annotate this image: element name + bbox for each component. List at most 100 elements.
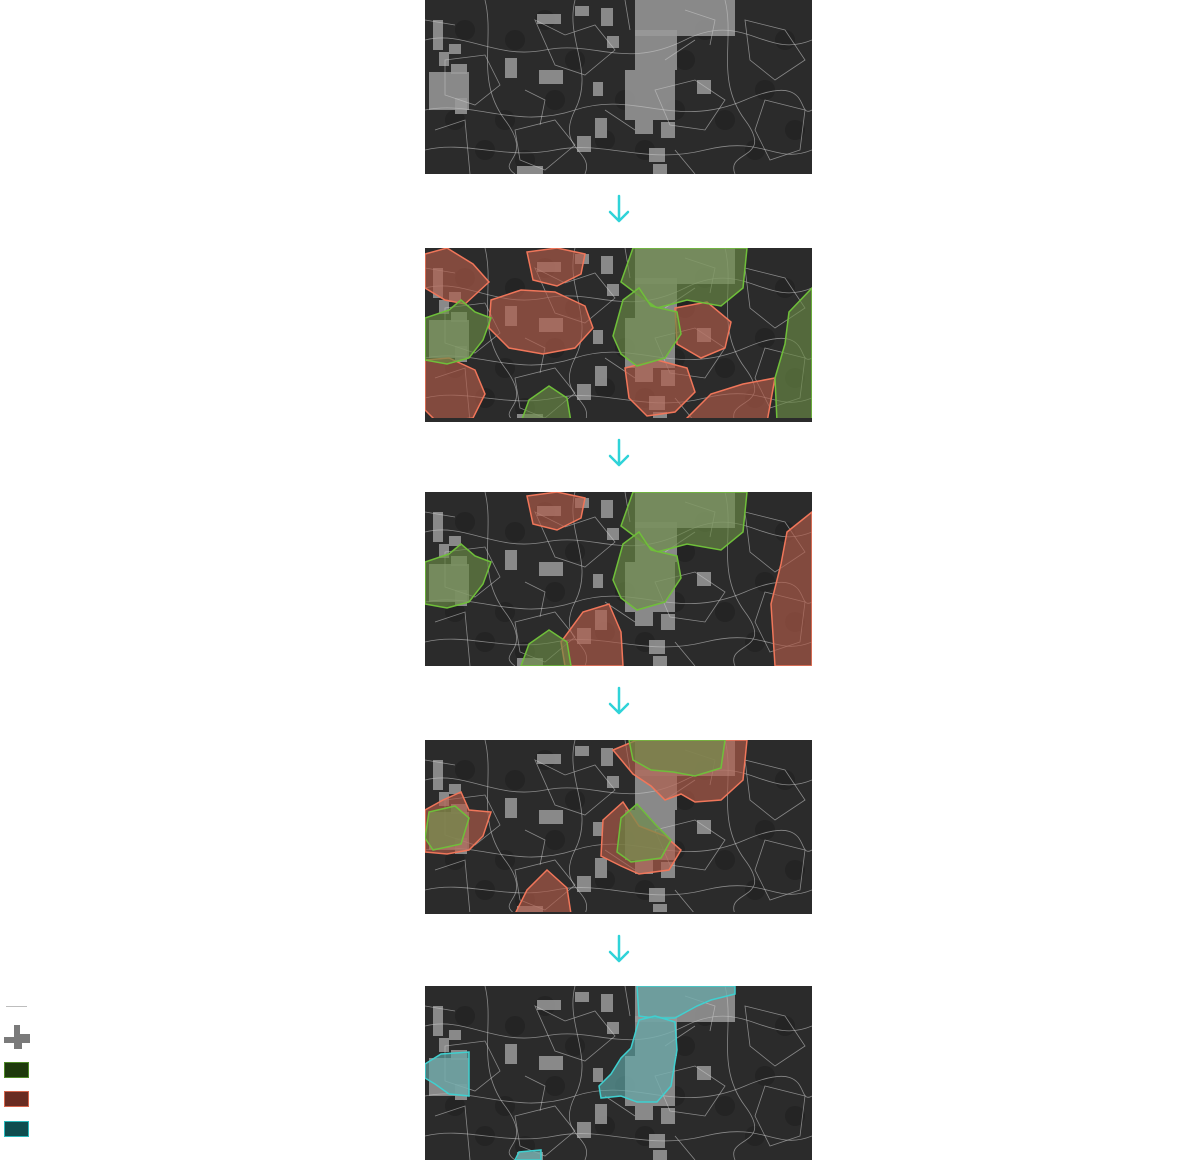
- highlight-cell: [601, 748, 613, 766]
- highlight-cell: [537, 14, 561, 24]
- region-boundary: [754, 839, 806, 901]
- highlight-cell: [653, 412, 667, 418]
- highlight-cell: [601, 500, 613, 518]
- highlight-cell: [537, 1000, 561, 1010]
- region-boundary: [744, 759, 806, 821]
- region-boundary: [444, 54, 501, 106]
- highlight-cell: [595, 118, 607, 138]
- map-svg-4: [425, 740, 812, 912]
- terrain-texture: [545, 830, 565, 850]
- red-region: [526, 492, 586, 531]
- cyan-region: [636, 986, 736, 1019]
- highlight-cell: [505, 798, 517, 818]
- green-region: [620, 492, 748, 553]
- map-svg-1: [425, 0, 812, 174]
- highlight-cell: [653, 656, 667, 666]
- region-boundary: [654, 79, 726, 131]
- highlight-cell: [505, 1044, 517, 1064]
- terrain-texture: [565, 1036, 585, 1056]
- red-region: [488, 289, 594, 355]
- red-region: [425, 248, 491, 305]
- terrain-texture: [505, 522, 525, 542]
- highlight-cell: [697, 572, 711, 586]
- highlight-cell: [601, 994, 613, 1012]
- region-boundary: [568, 248, 587, 418]
- highlight-cell: [505, 550, 517, 570]
- region-boundary: [654, 571, 726, 623]
- region-boundary: [534, 1005, 616, 1062]
- terrain-texture: [755, 820, 775, 840]
- highlight-cell: [505, 58, 517, 78]
- highlight-cell: [539, 810, 563, 824]
- region-boundary: [534, 759, 616, 816]
- green-region: [612, 530, 682, 611]
- green-region: [628, 740, 726, 777]
- highlight-cell: [653, 904, 667, 912]
- highlight-cell: [661, 122, 675, 138]
- highlight-cell: [607, 776, 619, 788]
- down-arrow-icon: [608, 438, 630, 467]
- highlight-cell: [635, 120, 653, 134]
- highlight-cell: [577, 1122, 591, 1138]
- down-arrow-icon: [608, 934, 630, 963]
- region-boundary: [425, 1131, 812, 1142]
- region-boundary: [425, 759, 471, 912]
- terrain-texture: [715, 358, 735, 378]
- cyan-region: [598, 1015, 678, 1103]
- region-boundary: [425, 19, 471, 174]
- green-region: [425, 805, 470, 851]
- terrain-texture: [565, 50, 585, 70]
- highlight-cell: [449, 784, 461, 794]
- highlight-cell: [577, 876, 591, 892]
- highlight-cell: [661, 1108, 675, 1124]
- highlight-cell: [697, 1066, 711, 1080]
- region-boundary: [425, 29, 812, 55]
- terrain-texture: [755, 80, 775, 100]
- highlight-cell: [575, 6, 589, 16]
- cyan-region-swatch: [4, 1121, 29, 1137]
- region-boundary: [534, 19, 616, 76]
- map-panel-5: [425, 986, 812, 1160]
- down-arrow-icon: [608, 194, 630, 223]
- highlight-cell: [433, 760, 443, 790]
- region-boundary: [744, 19, 806, 81]
- terrain-texture: [455, 1006, 475, 1026]
- region-boundary: [425, 511, 471, 666]
- terrain-texture: [545, 582, 565, 602]
- green-region: [521, 385, 572, 418]
- highlight-cell: [449, 536, 461, 546]
- highlight-cell: [449, 44, 461, 54]
- green-region: [616, 802, 672, 863]
- region-boundary: [514, 1105, 576, 1157]
- map-base-1: [425, 0, 812, 174]
- terrain-texture: [715, 1096, 735, 1116]
- green-region-swatch: [4, 1062, 29, 1078]
- highlight-cell: [539, 70, 563, 84]
- terrain-texture: [515, 150, 535, 170]
- terrain-texture: [455, 20, 475, 40]
- highlight-cell: [593, 82, 603, 96]
- terrain-texture: [545, 90, 565, 110]
- terrain-texture: [785, 1106, 805, 1126]
- region-boundary: [484, 986, 517, 1160]
- highlight-cell: [439, 544, 449, 558]
- highlight-cell: [653, 1150, 667, 1160]
- region-boundary: [654, 1065, 726, 1117]
- highlight-cell: [439, 1038, 449, 1052]
- red-region: [685, 377, 776, 418]
- highlight-cell: [449, 1030, 461, 1040]
- region-boundary: [534, 511, 616, 568]
- highlight-cell: [539, 1056, 563, 1070]
- green-region: [425, 543, 492, 609]
- region-boundary: [604, 986, 696, 1160]
- highlight-cell: [595, 1104, 607, 1124]
- highlight-cell: [433, 20, 443, 50]
- region-boundary: [568, 986, 587, 1160]
- red-region-swatch: [4, 1091, 29, 1107]
- down-arrow-icon: [608, 686, 630, 715]
- terrain-texture: [565, 790, 585, 810]
- region-boundary: [425, 1005, 471, 1160]
- highlight-cell: [455, 98, 467, 114]
- red-region: [560, 603, 624, 666]
- region-boundary: [484, 740, 517, 912]
